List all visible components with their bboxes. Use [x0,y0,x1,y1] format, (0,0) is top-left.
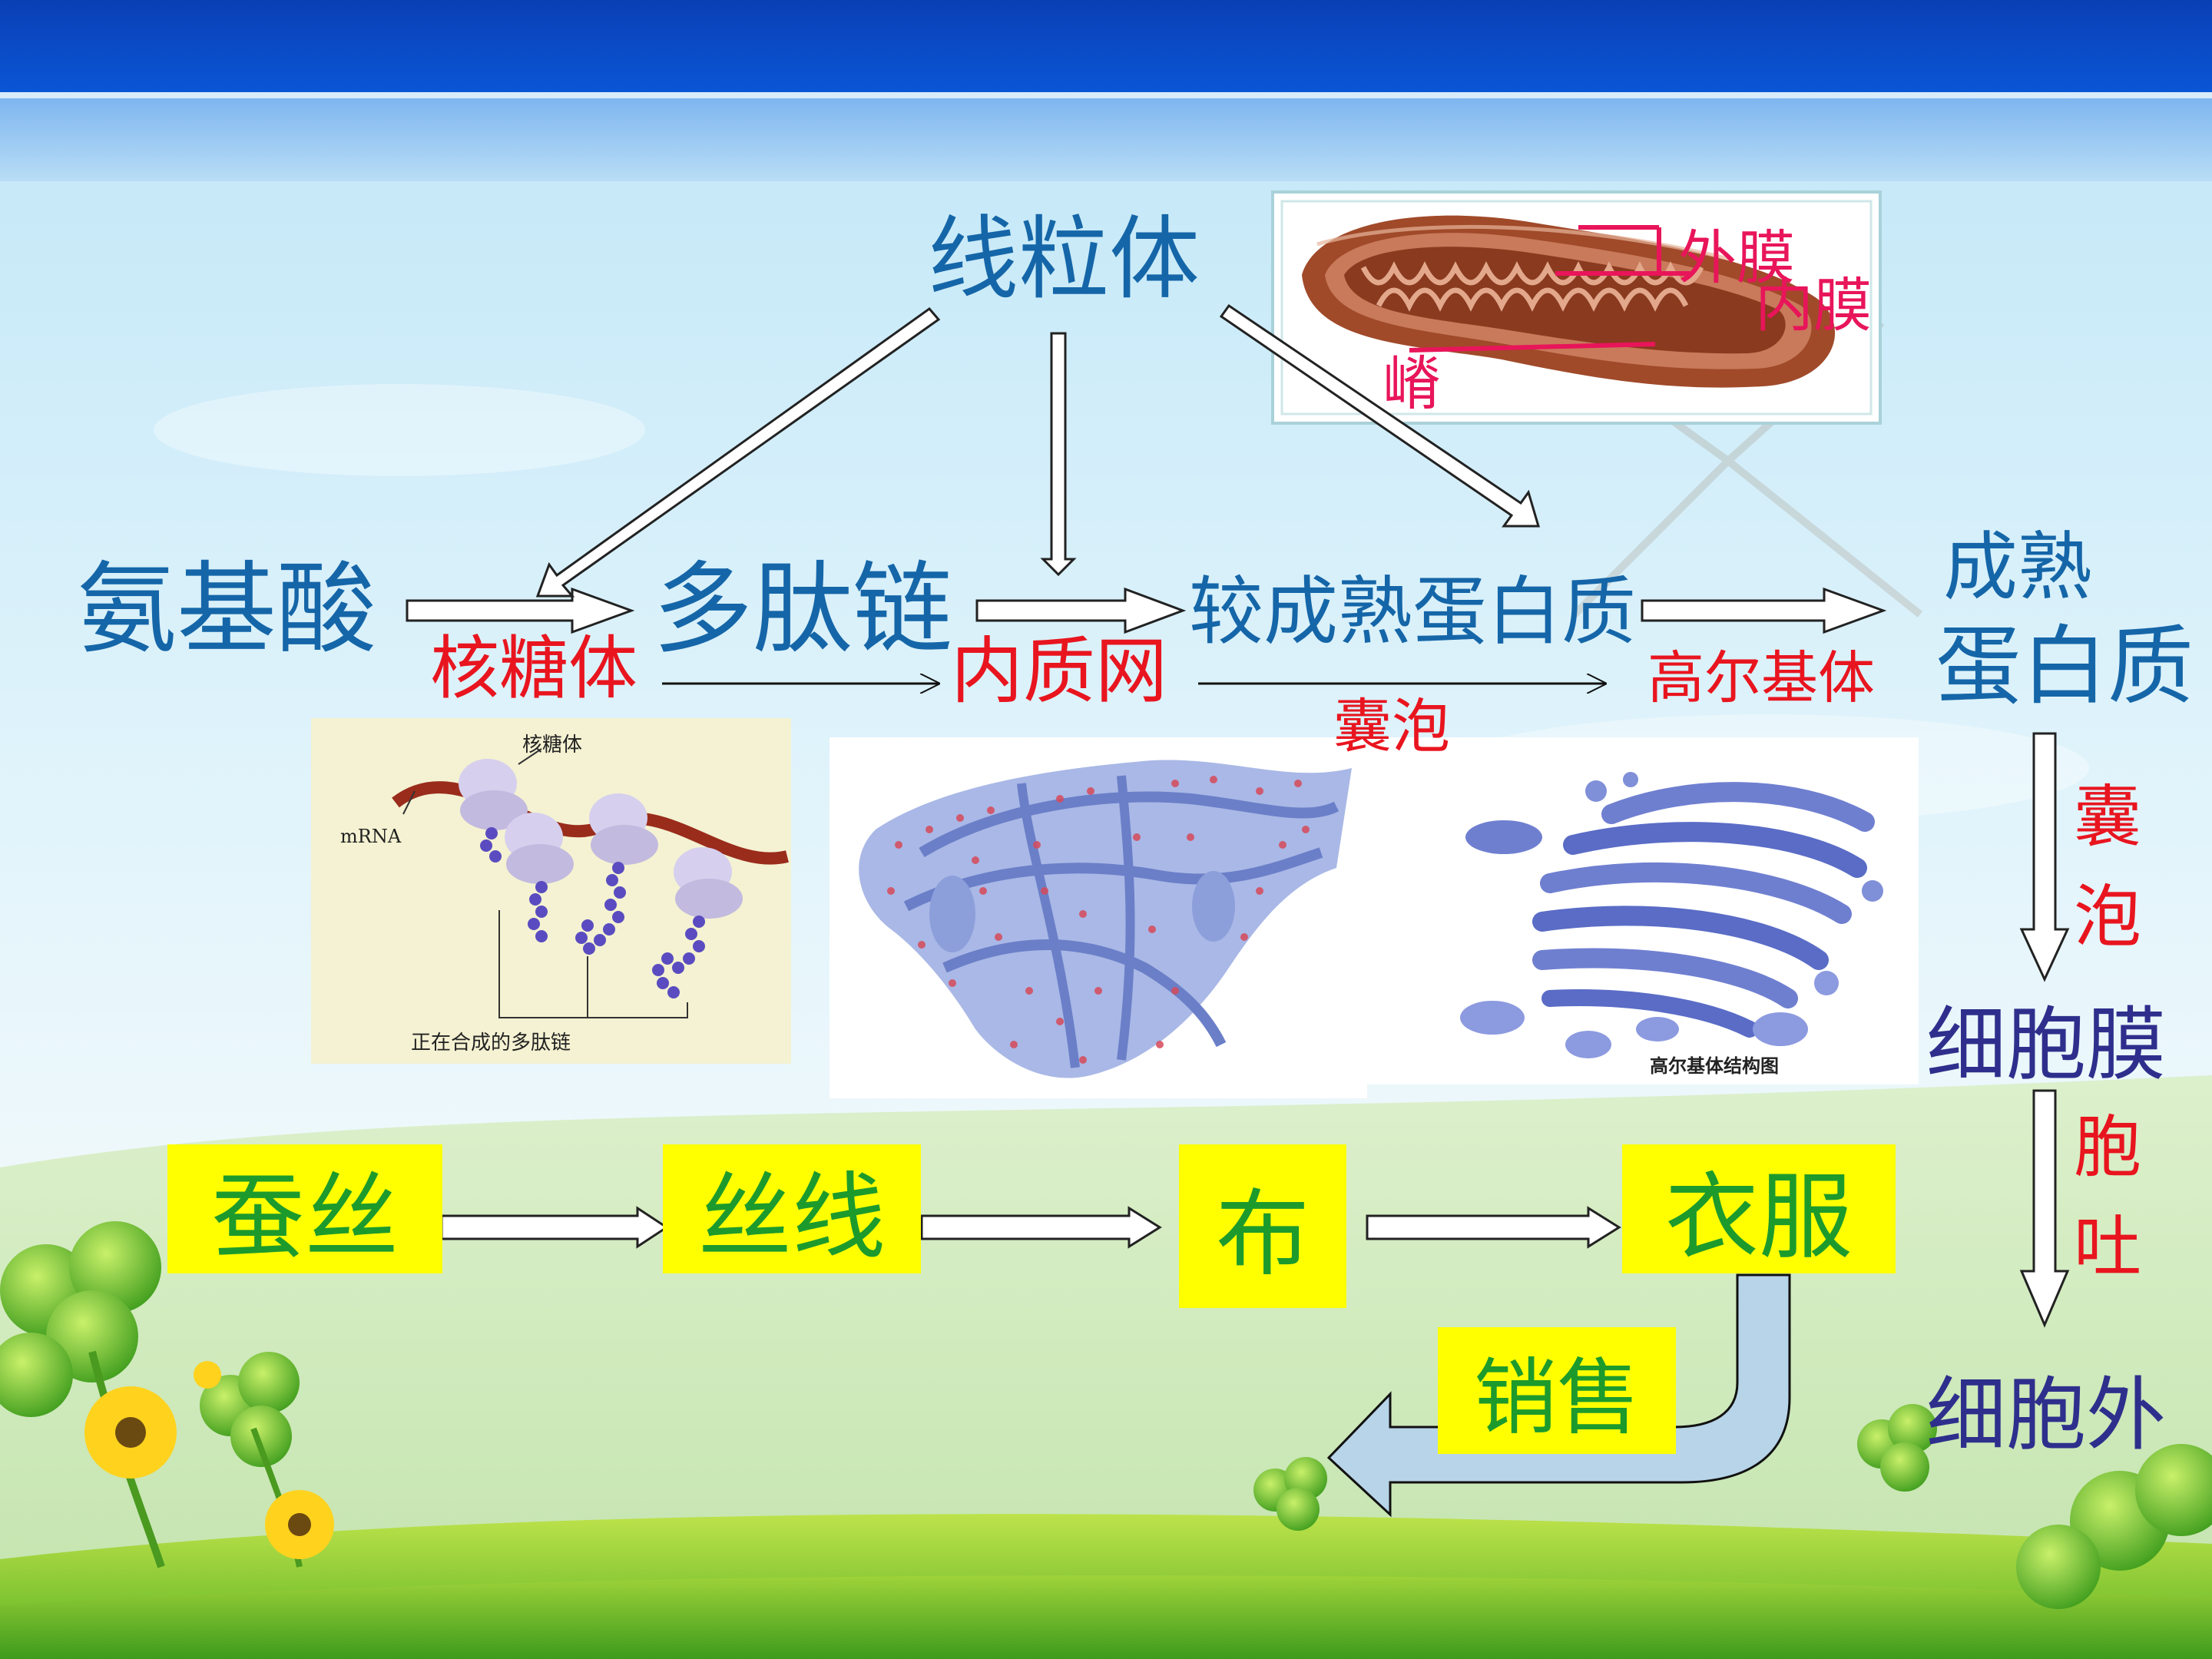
label-vesicle-middle: 囊泡 [1333,697,1450,756]
label-vesicle-vertical-2: 泡 [2074,883,2141,951]
ribosome-figure-mrna-label: mRNA [340,826,401,847]
node-amino-acid: 氨基酸 [77,559,376,659]
label-ribosome: 核糖体 [430,634,637,704]
analogy-silkworm-box: 蚕丝 [167,1144,442,1273]
node-immature-protein: 较成熟蛋白质 [1189,575,1636,649]
label-exocytosis-2: 吐 [2074,1214,2141,1281]
analogy-cloth-box: 布 [1179,1144,1346,1308]
mito-label-inner-membrane: 内膜 [1755,276,1872,335]
node-mature-protein-line1: 成熟 [1943,530,2092,604]
ribosome-figure-bottom-label: 正在合成的多肽链 [411,1027,571,1055]
analogy-cloth: 布 [1179,1144,1346,1308]
node-extracellular: 细胞外 [1926,1375,2166,1455]
label-vesicle-vertical-1: 囊 [2074,783,2141,851]
ribosome-figure: 核糖体 mRNA 正在合成的多肽链 [311,718,791,1064]
label-exocytosis-1: 胞 [2074,1114,2141,1181]
analogy-thread: 丝线 [663,1144,921,1273]
node-polypeptide: 多肽链 [653,559,952,659]
node-mature-protein-line2: 蛋白质 [1936,624,2194,710]
analogy-silkworm: 蚕丝 [167,1144,442,1273]
mito-label-cristae: 嵴 [1382,355,1441,413]
title-mitochondria: 线粒体 [928,214,1200,304]
golgi-figure-caption: 高尔基体结构图 [1650,1051,1779,1078]
analogy-sales: 销售 [1438,1327,1676,1454]
label-endoplasmic-reticulum: 内质网 [951,636,1167,708]
golgi-figure: 高尔基体结构图 [1366,737,1919,1084]
label-golgi: 高尔基体 [1647,650,1875,707]
analogy-clothes: 衣服 [1622,1144,1896,1273]
analogy-sales-box: 销售 [1438,1327,1676,1454]
ribosome-figure-top-label: 核糖体 [522,729,582,757]
analogy-clothes-box: 衣服 [1622,1144,1896,1273]
node-cell-membrane: 细胞膜 [1926,1005,2166,1084]
analogy-thread-box: 丝线 [663,1144,921,1273]
endoplasmic-reticulum-figure [830,737,1367,1098]
